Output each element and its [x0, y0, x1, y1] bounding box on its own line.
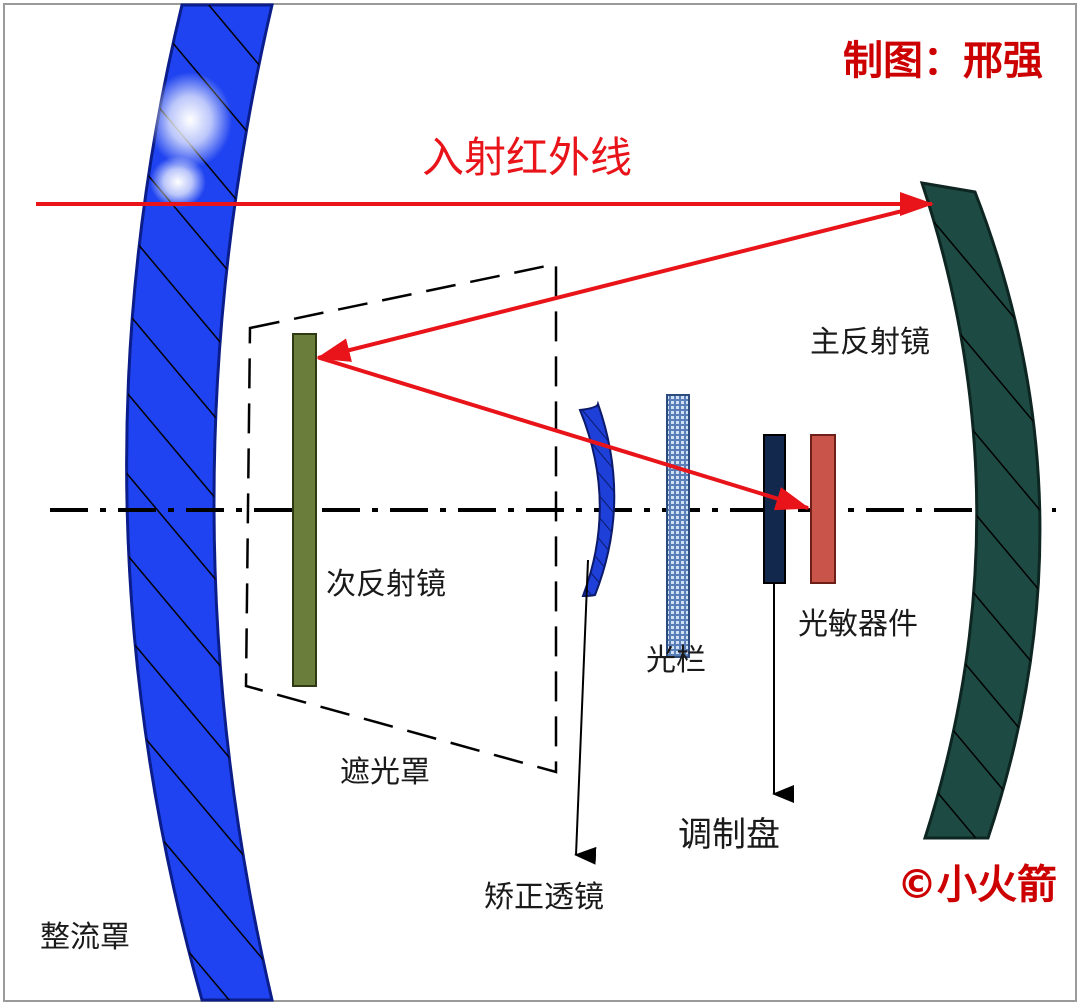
modulation-disk	[763, 434, 786, 584]
primary-mirror	[919, 181, 1042, 840]
corrector-lens-leader	[574, 559, 597, 865]
label-secondary-mirror: 次反射镜	[326, 567, 446, 602]
label-fairing: 整流罩	[40, 920, 130, 955]
light-shield-outline	[244, 262, 558, 774]
label-aperture-stop: 光栏	[646, 643, 706, 678]
photosensitive-device	[810, 434, 836, 584]
secondary-mirror	[292, 333, 317, 687]
fairing	[125, 3, 274, 1002]
label-modulation-disk: 调制盘	[678, 815, 780, 855]
reflected-ray-primary	[316, 204, 923, 362]
label-primary-mirror: 主反射镜	[810, 325, 930, 360]
diagram-title: 入射红外线	[422, 133, 632, 182]
label-corrector-lens: 矫正透镜	[484, 880, 604, 915]
corrector-lens	[578, 400, 616, 598]
wechat-watermark: 小火箭	[927, 942, 1046, 974]
svg-text:小火箭: 小火箭	[968, 943, 1046, 973]
label-photosensitive-device: 光敏器件	[798, 607, 918, 642]
reflected-ray-secondary	[319, 356, 810, 511]
aperture-stop	[666, 394, 690, 658]
label-light-shield: 遮光罩	[340, 755, 430, 790]
author-credit: 制图：邢强	[843, 38, 1043, 84]
copyright: ©小火箭	[897, 862, 1057, 908]
wechat-icon	[927, 942, 968, 974]
